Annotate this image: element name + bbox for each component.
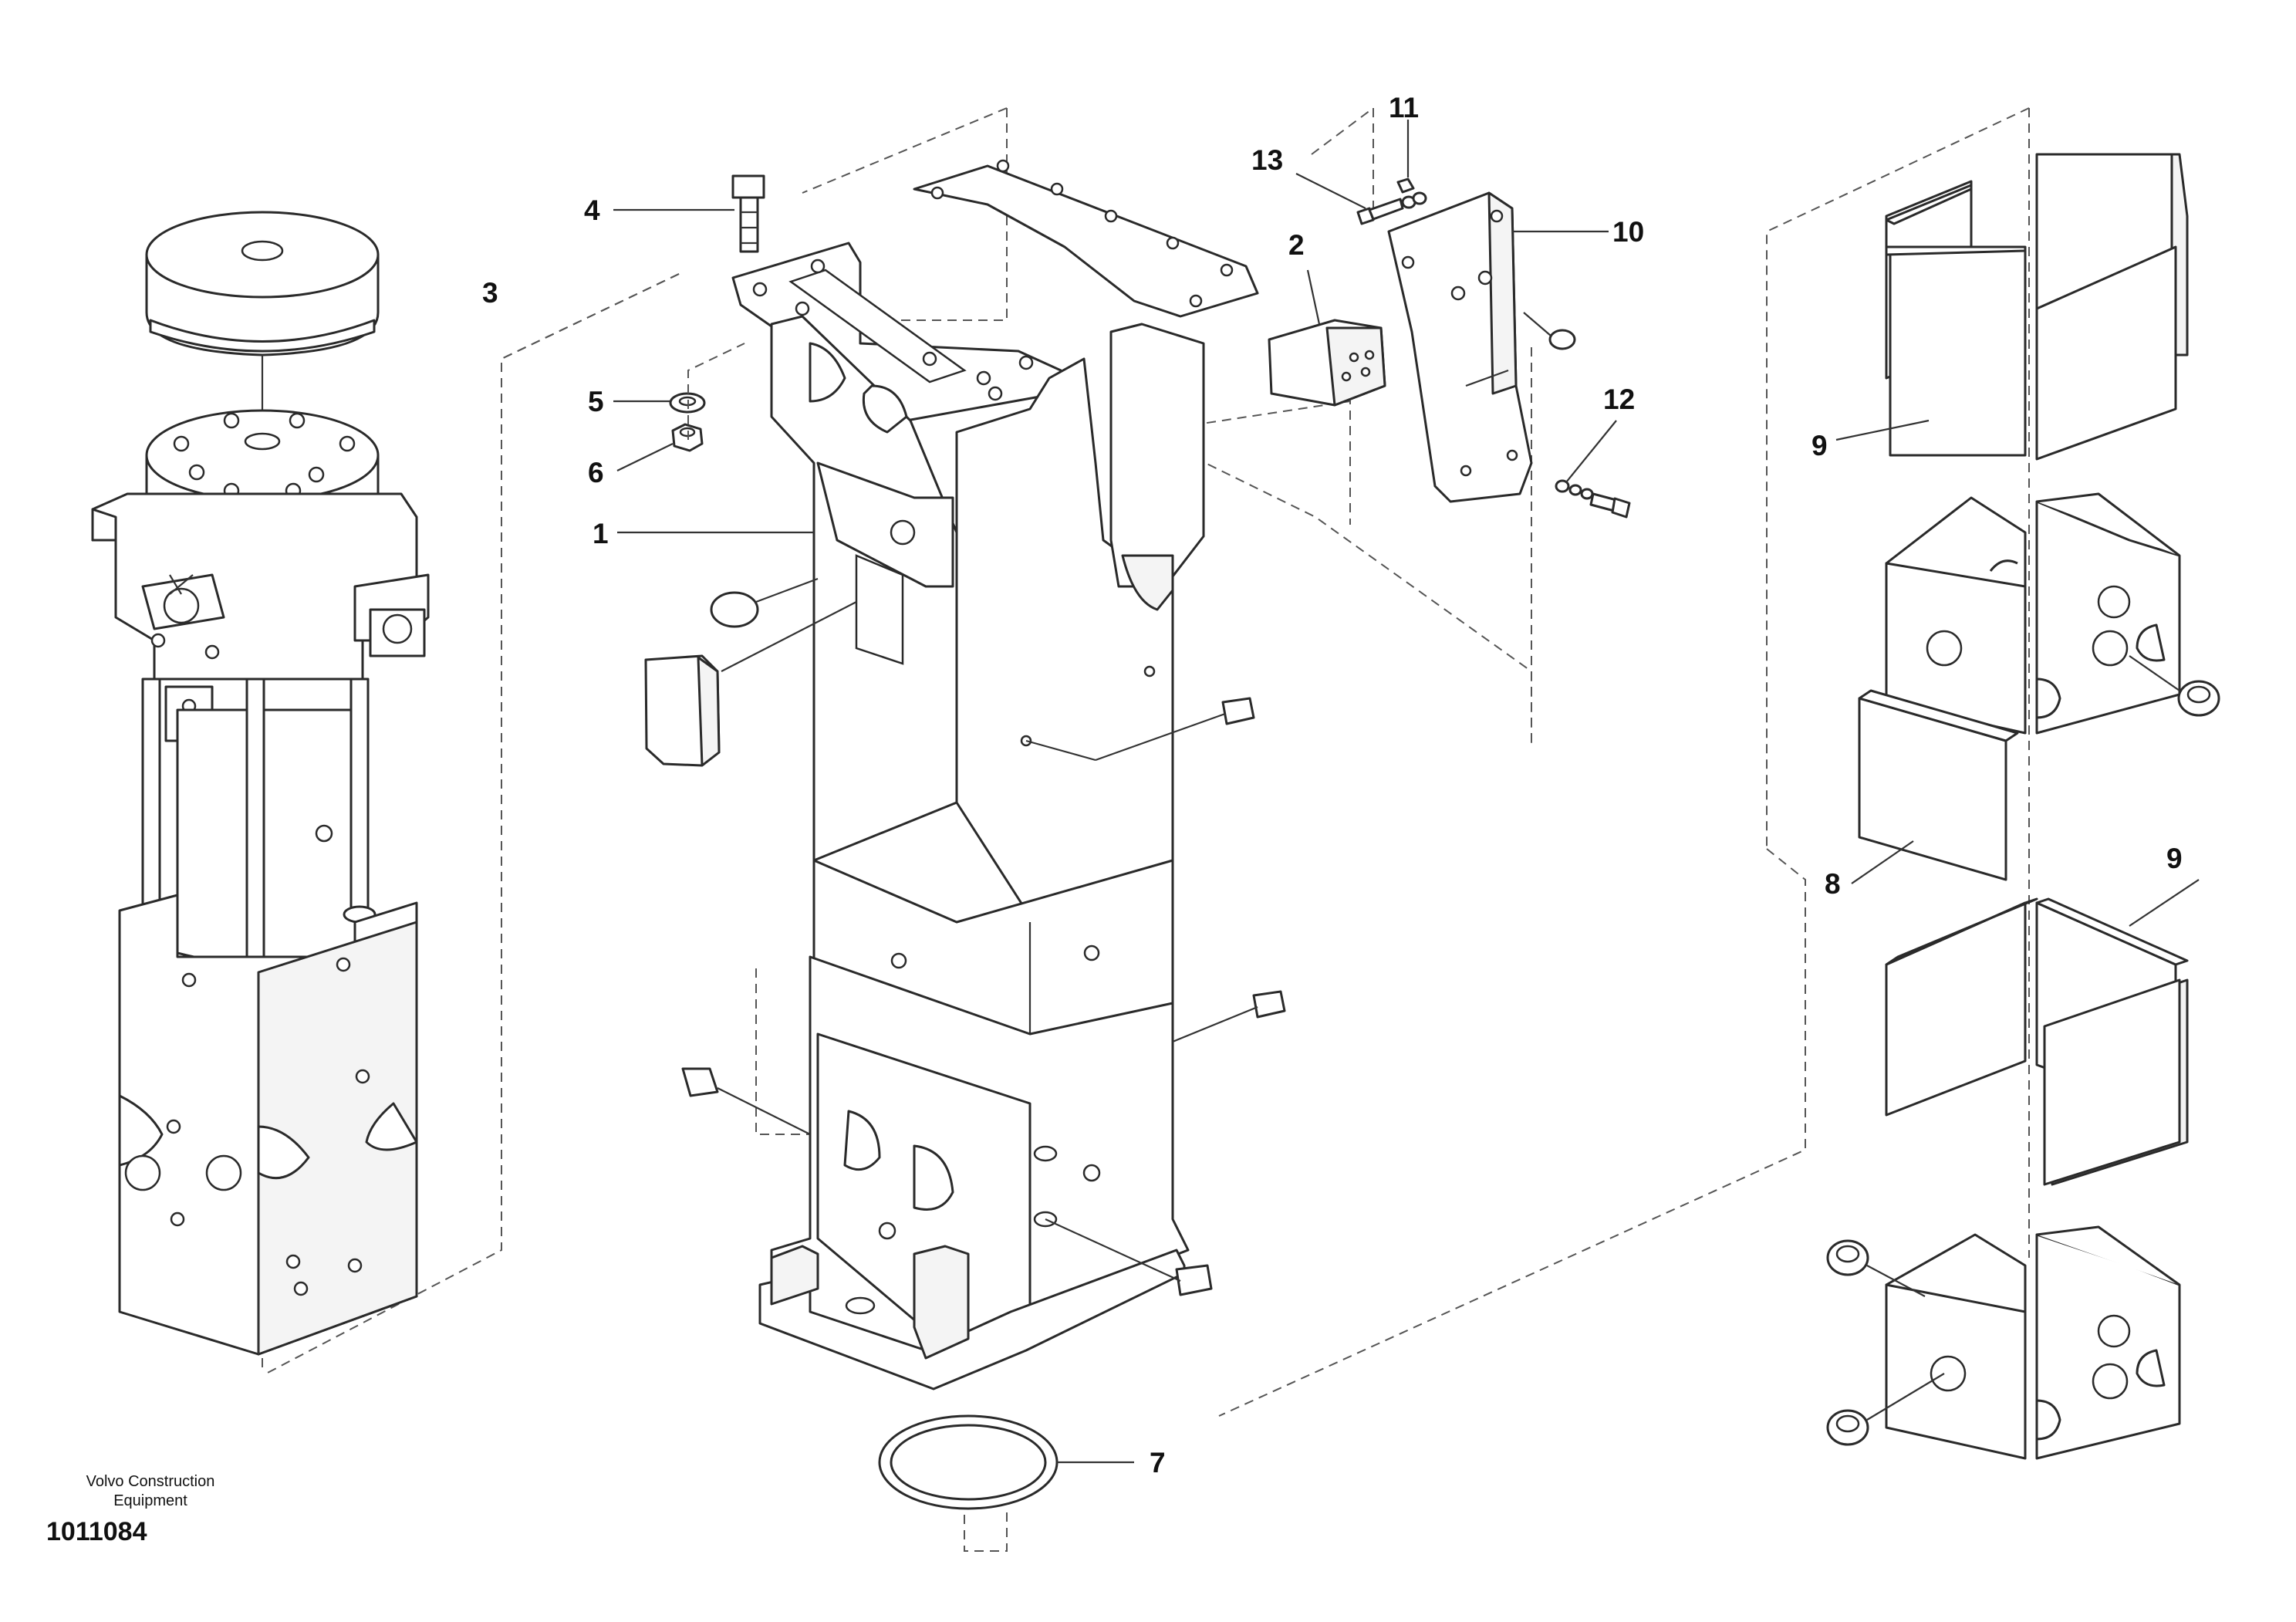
company-name-line1: Volvo Construction [86, 1473, 215, 1490]
callout-10: 10 [1612, 216, 1644, 248]
callout-12: 12 [1603, 384, 1635, 415]
callout-7: 7 [1150, 1447, 1166, 1478]
part-13-screw [1356, 191, 1427, 225]
guide-box-plug-upper [2177, 680, 2220, 717]
part-11-nut [1396, 177, 1415, 194]
part-3-top-disc [145, 211, 380, 357]
part-12-screw [1555, 479, 1631, 519]
callout-8: 8 [1825, 868, 1841, 900]
part-4-bolt [731, 174, 765, 253]
company-name: Volvo Construction Equipment [54, 1472, 247, 1511]
callout-1: 1 [593, 518, 609, 549]
callout-3: 3 [482, 277, 498, 309]
plug-caps-left [644, 591, 759, 767]
guide-box-lower [1885, 1225, 2181, 1460]
callout-labels: 1 2 3 4 5 6 7 8 9 9 10 11 12 13 [482, 92, 2183, 1478]
part-9-wear-plates-lower [1885, 897, 2189, 1186]
guide-box-upper [1885, 492, 2181, 735]
callout-11: 11 [1389, 92, 1419, 123]
part-1-main-housing [731, 159, 1259, 1391]
callout-5: 5 [588, 386, 604, 417]
company-name-line2: Equipment [113, 1492, 187, 1509]
callout-9-upper: 9 [1811, 430, 1828, 461]
callout-9-lower: 9 [2166, 843, 2183, 874]
callout-2: 2 [1288, 229, 1305, 261]
hydraulic-hammer-assembly [91, 211, 430, 1356]
guide-box-plugs-lower [1826, 1239, 1869, 1446]
part-9-wear-plates-top [1885, 153, 2189, 461]
part-8-flat-plate [1858, 689, 2019, 881]
part-10-bracket [1387, 191, 1533, 503]
plug-caps-right [681, 697, 1286, 1296]
plug-cap [1548, 329, 1576, 350]
callout-4: 4 [584, 194, 600, 226]
part-7-seal-ring [878, 1414, 1059, 1510]
part-2-buffer-block [1268, 319, 1386, 407]
drawing-number: 1011084 [46, 1517, 147, 1546]
callout-6: 6 [588, 457, 604, 488]
callout-13: 13 [1251, 144, 1283, 176]
